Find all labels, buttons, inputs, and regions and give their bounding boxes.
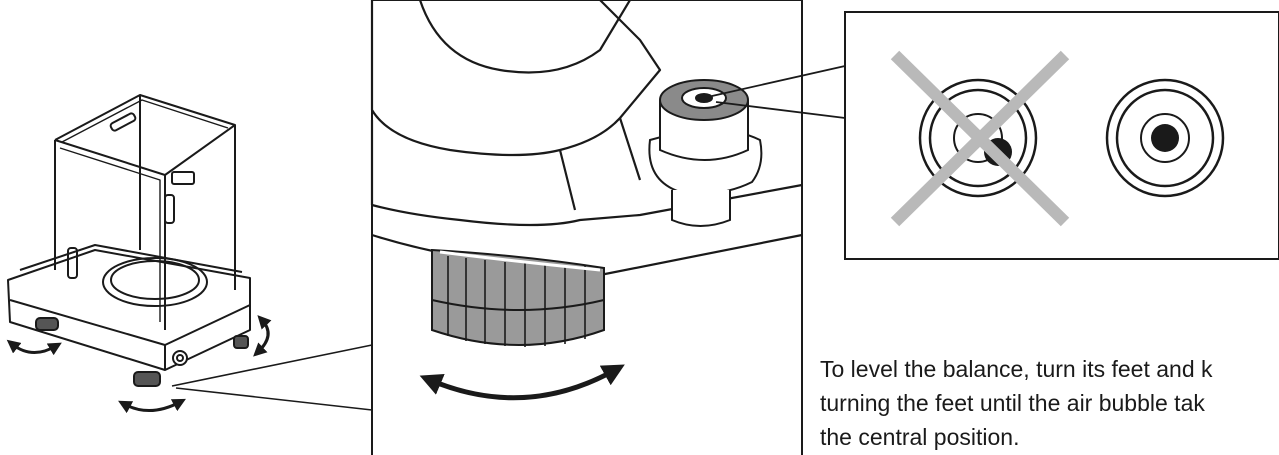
instruction-line: To level the balance, turn its feet and …: [820, 356, 1213, 382]
left-foot: [35, 317, 59, 331]
bubble-level-panel: [844, 11, 1279, 260]
balance-base: [7, 249, 251, 371]
curved-double-arrow-icon: [419, 364, 625, 401]
air-bubble: [1151, 124, 1179, 152]
shield-handle: [164, 194, 175, 224]
bubble-correct: [1105, 78, 1225, 198]
right-foot: [233, 335, 249, 349]
balance-overview: [7, 94, 251, 387]
bubble-leader-lines: [711, 65, 846, 119]
front-foot: [133, 371, 161, 387]
shield-handle: [109, 112, 137, 132]
curved-double-arrow-icon: [6, 315, 272, 414]
adjustable-foot: [431, 248, 605, 347]
instruction-line: the central position.: [820, 424, 1020, 450]
bubble-incorrect: [890, 50, 1070, 227]
weighing-pan: [102, 257, 208, 307]
cross-mark-icon: [890, 50, 1070, 227]
instruction-line: turning the feet until the air bubble ta…: [820, 390, 1205, 416]
level-housing: [648, 79, 763, 227]
draft-shield: [54, 94, 236, 330]
instruction-text: To level the balance, turn its feet and …: [820, 352, 1279, 455]
foot-detail-panel: [370, 0, 803, 455]
shield-handle: [67, 247, 78, 279]
zoom-leader-lines: [171, 344, 373, 411]
